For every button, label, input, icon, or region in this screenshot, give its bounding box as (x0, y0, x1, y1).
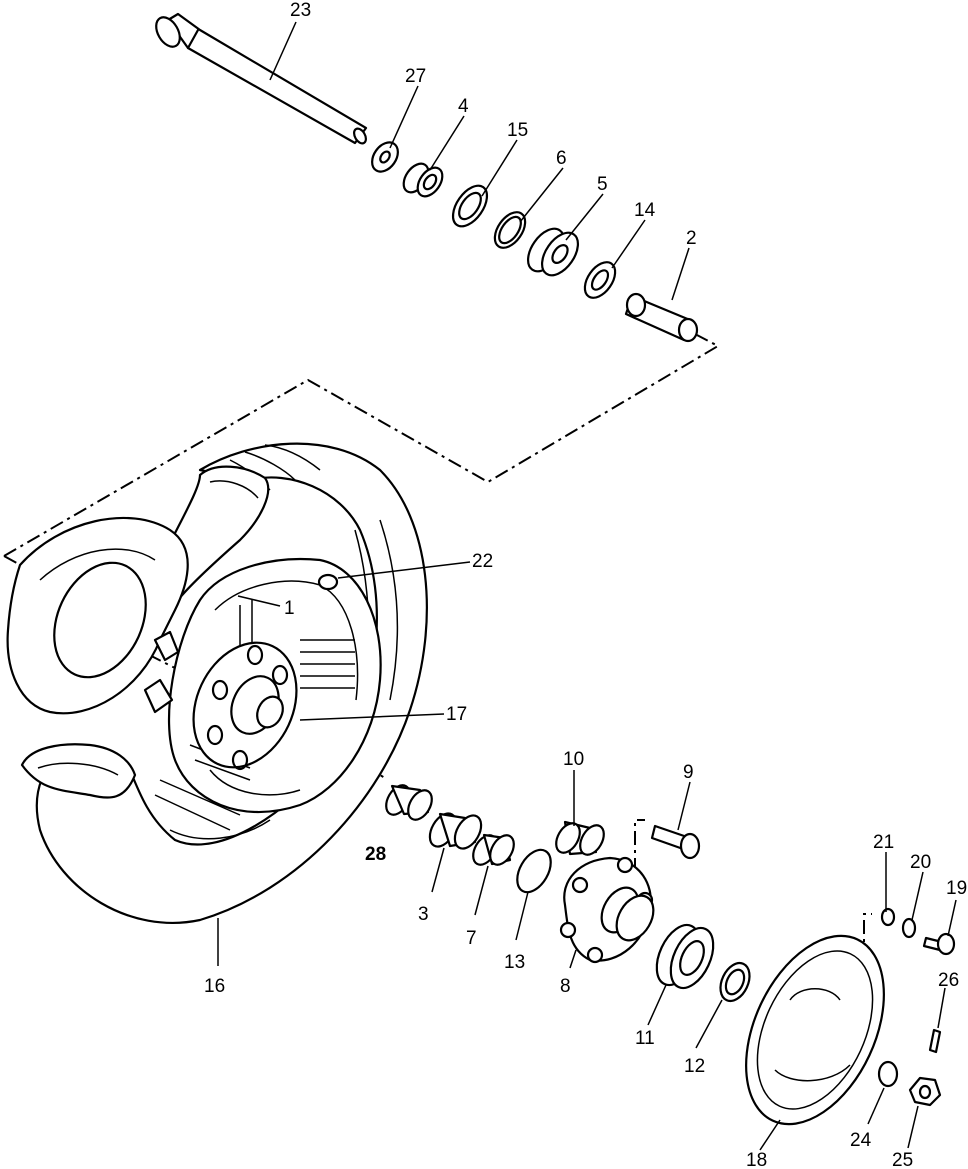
label-7: 7 (466, 928, 477, 949)
label-24: 24 (850, 1130, 872, 1151)
label-21: 21 (873, 832, 894, 853)
label-23: 23 (290, 0, 311, 21)
label-15: 15 (507, 120, 528, 141)
hub-holes (206, 644, 289, 771)
label-18: 18 (746, 1150, 767, 1169)
o-ring-13 (516, 848, 552, 894)
bearing-3 (428, 812, 483, 850)
seal-14 (583, 261, 617, 299)
label-13: 13 (504, 952, 525, 973)
washer-24 (877, 1060, 899, 1088)
washer-27 (371, 141, 399, 173)
collar-10 (555, 820, 605, 856)
label-11: 11 (635, 1028, 655, 1049)
leader-lines (217, 21, 957, 1151)
label-16: 16 (204, 976, 225, 997)
bearing-5 (526, 227, 580, 277)
label-26: 26 (938, 970, 959, 991)
nut-25 (908, 1076, 942, 1107)
label-12: 12 (684, 1056, 705, 1077)
spacer-28 (385, 784, 433, 821)
label-28: 28 (365, 844, 386, 865)
label-17: 17 (446, 704, 467, 725)
spacer-7 (472, 833, 515, 866)
label-20: 20 (910, 852, 931, 873)
label-9: 9 (683, 762, 694, 783)
label-2: 2 (686, 228, 697, 249)
seal-15 (451, 184, 489, 228)
label-10: 10 (563, 749, 584, 770)
label-1: 1 (284, 598, 295, 619)
washer-20 (901, 917, 917, 939)
label-19: 19 (946, 878, 967, 899)
part-labels: 23 27 4 15 6 5 14 2 22 1 17 10 9 21 20 1… (204, 0, 967, 1169)
label-6: 6 (556, 148, 567, 169)
label-4: 4 (458, 96, 469, 117)
bolt-19 (922, 932, 956, 956)
brake-plate-18 (745, 934, 885, 1126)
washer-21 (880, 907, 896, 927)
wheel-rim (143, 558, 382, 831)
cotter-pin-26 (928, 1028, 942, 1054)
seal-12 (719, 961, 751, 1003)
spacer-2 (624, 292, 699, 343)
axle (155, 12, 368, 145)
label-25: 25 (892, 1150, 913, 1169)
label-8: 8 (560, 976, 571, 997)
sprocket-hub-8 (559, 856, 655, 964)
bearing-11 (655, 923, 715, 990)
label-14: 14 (634, 200, 656, 221)
label-27: 27 (405, 66, 426, 87)
label-5: 5 (597, 174, 608, 195)
label-22: 22 (472, 551, 493, 572)
bolt-9 (650, 824, 701, 860)
collar-4 (402, 162, 444, 198)
rim-left-disc (6, 516, 189, 715)
label-3: 3 (418, 904, 429, 925)
tire (20, 442, 428, 925)
circlip-6 (493, 211, 527, 249)
